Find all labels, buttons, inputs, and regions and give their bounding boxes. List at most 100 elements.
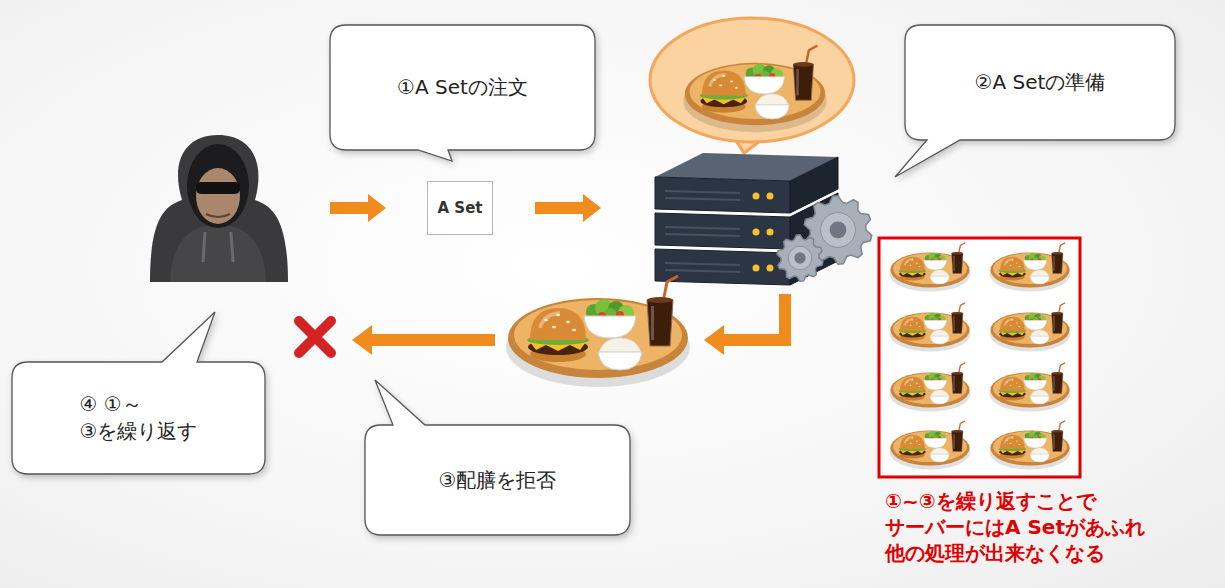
food-tray-part-part <box>930 276 949 284</box>
food-tray-part-part <box>1016 440 1018 441</box>
server-icon-part <box>767 193 774 200</box>
attacker-figure-part <box>196 168 240 224</box>
food-tray-part <box>1052 363 1066 394</box>
food-tray-part <box>1052 303 1066 334</box>
food-tray-part <box>890 372 969 407</box>
food-tray-part <box>899 377 926 401</box>
food-tray-part-part <box>952 430 963 433</box>
food-tray-part-part <box>702 71 746 96</box>
food-tray-part-part <box>919 326 921 327</box>
food-tray <box>890 303 971 352</box>
food-tray-part-part <box>916 262 918 263</box>
food-tray-part-part <box>556 314 560 316</box>
food-tray-part <box>924 373 947 390</box>
food-tray-part-part <box>1053 316 1054 331</box>
server-icon-part <box>665 227 740 229</box>
food-tray-part <box>999 257 1026 281</box>
food-tray-part <box>685 63 825 125</box>
food-tray-part-part <box>1012 379 1014 380</box>
order-ticket: A Set <box>427 181 493 235</box>
food-tray-part-part <box>1052 253 1063 273</box>
attacker-figure-part <box>150 135 288 282</box>
food-tray-part <box>689 64 820 119</box>
food-tray-part-part <box>1024 380 1047 390</box>
food-tray-part-part <box>924 320 947 330</box>
food-tray-part-part <box>1052 431 1063 451</box>
food-tray-part-part <box>710 75 726 87</box>
food-tray-part-part <box>796 69 798 96</box>
speech-bubble: ③配膳を拒否 <box>365 425 630 535</box>
food-tray-part-part <box>1004 259 1013 266</box>
food-tray-part-part <box>793 64 813 100</box>
food-tray-part <box>993 431 1067 462</box>
bubble-text: ④ ①～③を繰り返す <box>80 391 198 445</box>
food-tray-part-part <box>599 338 641 352</box>
food-tray-part-part <box>1030 330 1048 336</box>
food-tray-part <box>899 257 926 281</box>
food-tray-part <box>899 317 926 341</box>
server-icon <box>655 153 872 285</box>
food-tray-part-part <box>1006 262 1008 263</box>
server-icon-part <box>665 270 740 272</box>
food-tray-part <box>893 253 967 284</box>
food-tray-part-part <box>647 297 673 303</box>
server-icon-part <box>665 191 740 193</box>
food-tray-part <box>999 435 1026 459</box>
reject-mark-part <box>299 321 331 353</box>
attacker-figure-part <box>231 232 233 262</box>
server-icon-part <box>655 177 790 213</box>
thought-bubble-part <box>650 18 854 142</box>
food-tray-part-part <box>916 440 918 441</box>
food-tray-part-part <box>919 386 921 387</box>
food-tray-part <box>1030 390 1049 404</box>
bubble-text: ③配膳を拒否 <box>439 467 557 494</box>
food-tray-part-part <box>566 321 570 323</box>
food-tray-part <box>890 252 969 287</box>
food-tray-part-part <box>1030 448 1048 454</box>
food-tray-part-part <box>952 313 963 333</box>
food-tray-part-part <box>930 454 949 462</box>
gear-icon-part <box>821 213 856 248</box>
food-tray <box>990 243 1071 292</box>
food-tray <box>506 276 690 387</box>
server-icon-part <box>753 229 760 236</box>
food-tray-part-part <box>900 257 925 271</box>
food-tray-part <box>744 64 785 94</box>
food-tray-part-part <box>906 440 908 441</box>
food-tray-part-part <box>552 326 556 328</box>
bubble-shape <box>895 25 1175 177</box>
food-tray-part-part <box>910 385 912 386</box>
food-tray-part-part <box>1012 437 1014 438</box>
speech-bubble: ②A Setの準備 <box>905 25 1175 140</box>
food-tray-part-part <box>647 300 673 346</box>
food-tray-part-part <box>1016 382 1018 383</box>
food-tray-part-part <box>930 396 949 404</box>
food-tray-part <box>1024 431 1047 448</box>
food-tray-part <box>993 373 1067 404</box>
food-tray-part <box>924 313 947 330</box>
food-tray-part-part <box>572 329 576 331</box>
food-tray-part <box>1052 243 1066 274</box>
food-tray-part-part <box>755 105 789 119</box>
food-tray-part-part <box>1053 434 1054 449</box>
warning-note: ①~③を繰り返すことで サーバーにはA Setがあふれ 他の処理が出来なくなる <box>885 488 1205 566</box>
food-tray-part-part <box>912 259 914 260</box>
food-tray-part-part <box>910 265 912 266</box>
food-tray <box>990 421 1071 470</box>
food-tray-part-part <box>1019 326 1021 327</box>
food-tray-part-part <box>1004 437 1013 444</box>
bubble-shape <box>330 25 595 161</box>
food-tray-part-part <box>1012 259 1014 260</box>
food-tray-part-part <box>952 252 963 255</box>
food-tray-part-part <box>1052 373 1063 393</box>
food-tray-part-part <box>1016 262 1018 263</box>
food-tray-part-part <box>1010 325 1012 326</box>
food-tray-part <box>1030 270 1049 284</box>
server-icon-part <box>665 263 740 265</box>
flow-arrow <box>352 325 495 355</box>
food-tray-part-part <box>930 336 949 344</box>
server-icon-part <box>665 234 740 236</box>
food-tray-part-part <box>1006 382 1008 383</box>
food-tray-part-part <box>953 256 954 271</box>
food-tray <box>890 243 971 292</box>
